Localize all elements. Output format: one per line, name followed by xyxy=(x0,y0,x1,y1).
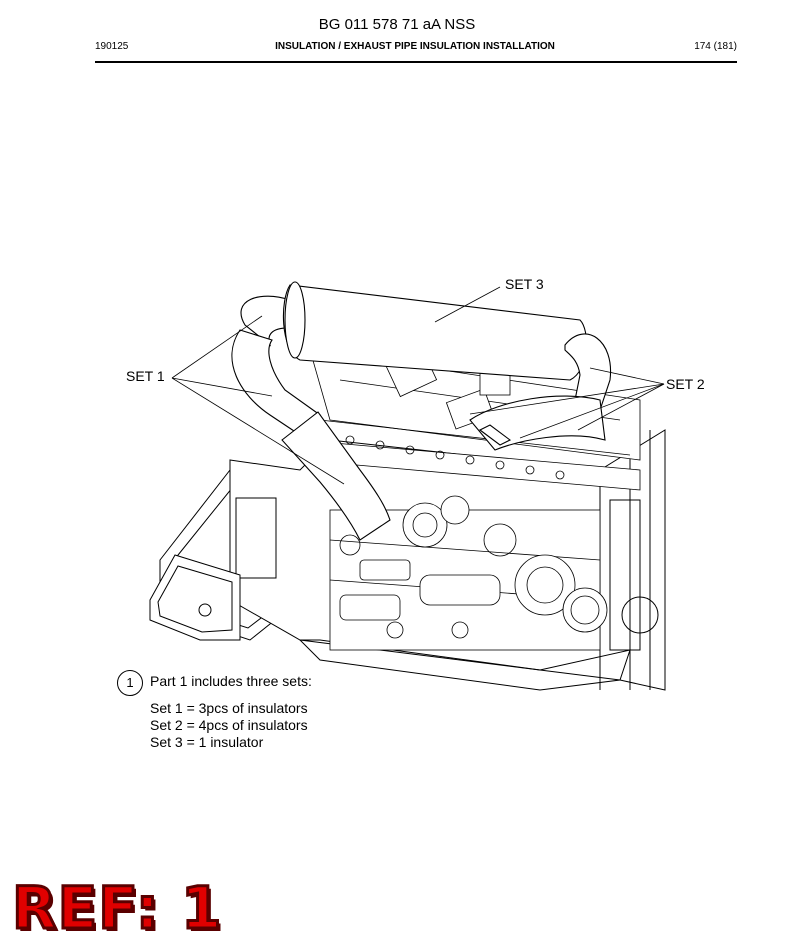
leader-lines xyxy=(171,286,665,485)
page-number: 174 (181) xyxy=(694,41,737,52)
engine-block xyxy=(329,495,608,651)
header-rule xyxy=(95,61,737,63)
note-number-badge: 1 xyxy=(117,670,143,696)
muffler-set3 xyxy=(282,281,612,411)
note-list: Set 1 = 3pcs of insulators Set 2 = 4pcs … xyxy=(150,700,308,751)
note-line-set1: Set 1 = 3pcs of insulators xyxy=(150,700,308,716)
note-line-set2: Set 2 = 4pcs of insulators xyxy=(150,717,308,733)
section-title: INSULATION / EXHAUST PIPE INSULATION INS… xyxy=(275,41,555,52)
document-title: BG 011 578 71 aA NSS xyxy=(318,16,476,33)
callout-set3: SET 3 xyxy=(505,276,544,292)
note-intro: Part 1 includes three sets: xyxy=(150,673,312,689)
reference-stamp: REF: 1 xyxy=(10,873,223,944)
note-line-set3: Set 3 = 1 insulator xyxy=(150,734,264,750)
date-code: 190125 xyxy=(95,41,129,52)
exhaust-pipe-set2 xyxy=(469,395,606,451)
callout-set2: SET 2 xyxy=(666,376,705,392)
callout-set1: SET 1 xyxy=(126,368,165,384)
